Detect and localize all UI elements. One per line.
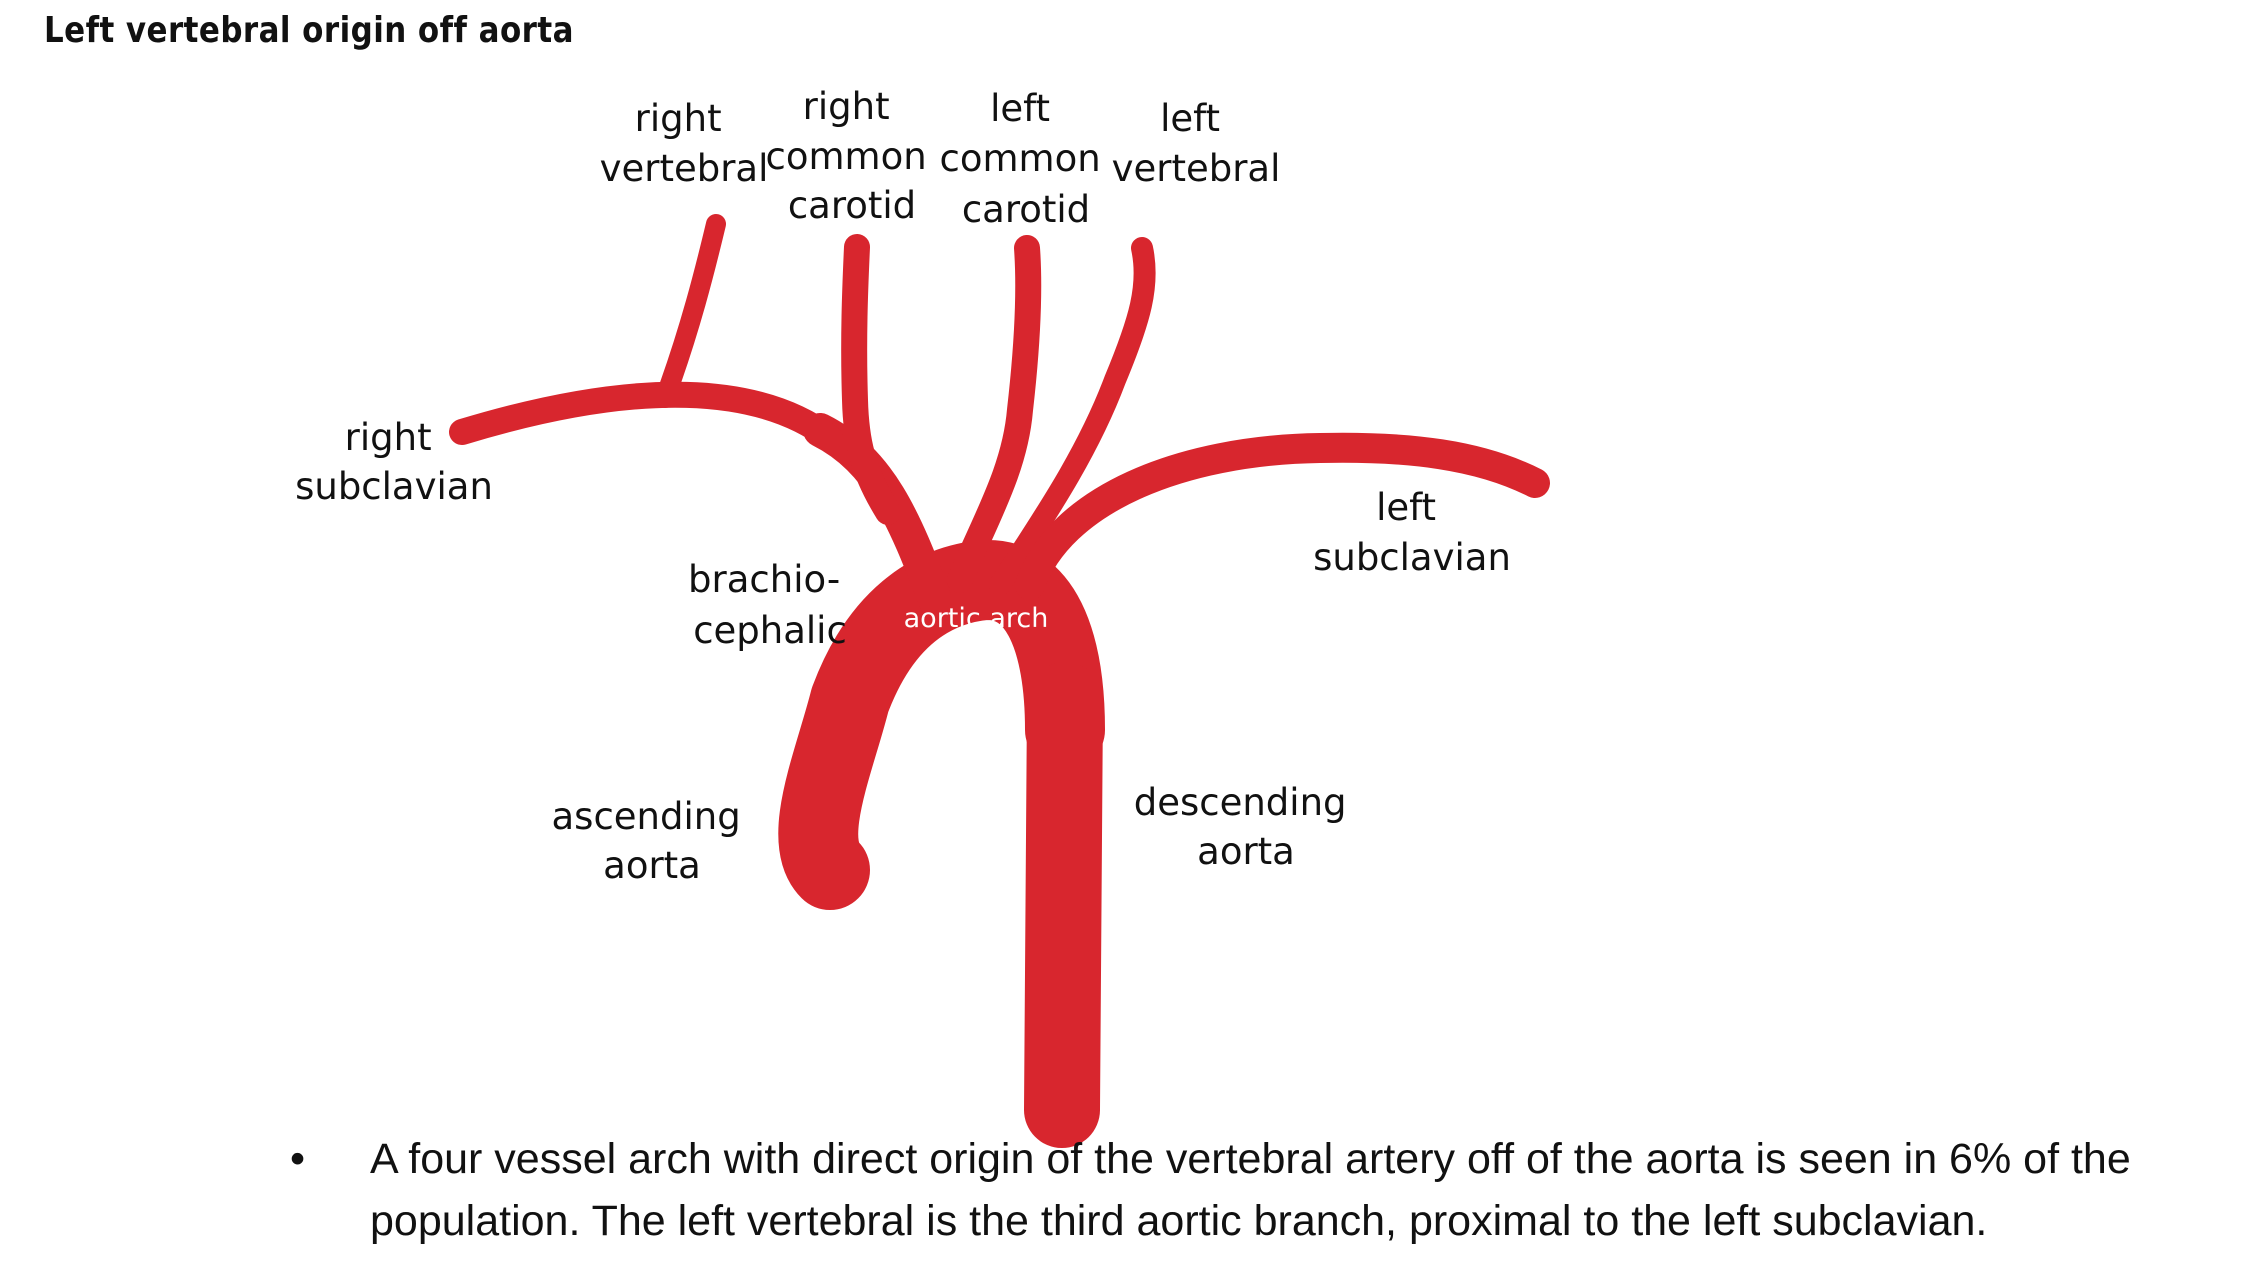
label-descending-aorta: descending aorta [1134, 781, 1359, 873]
label-brachiocephalic: brachio- cephalic [688, 558, 852, 652]
label-right-common-carotid: right common carotid [766, 85, 939, 227]
left-common-carotid-vessel [947, 235, 1042, 593]
footnote-item: • A four vessel arch with direct origin … [290, 1128, 2230, 1252]
vessel-labels: right vertebral right common carotid lef… [295, 85, 1511, 887]
ascending-aorta-vessel [778, 540, 1105, 910]
right-vertebral-vessel [655, 214, 726, 408]
left-subclavian-vessel [1015, 432, 1550, 600]
page-title: Left vertebral origin off aorta [44, 10, 574, 51]
bullet-icon: • [290, 1135, 306, 1183]
label-left-common-carotid: left common carotid [940, 87, 1113, 231]
label-right-vertebral: right vertebral [600, 97, 769, 190]
label-right-subclavian: right subclavian [295, 416, 493, 508]
label-left-vertebral: left vertebral [1112, 97, 1281, 190]
vessel-tree [449, 214, 1550, 1148]
footnote-text: A four vessel arch with direct origin of… [370, 1135, 2131, 1245]
footnote-list: • A four vessel arch with direct origin … [290, 1128, 2230, 1252]
label-aortic-arch: aortic arch [904, 603, 1049, 634]
left-vertebral-vessel [989, 237, 1156, 596]
right-subclavian-vessel [449, 381, 843, 451]
descending-aorta-vessel [1024, 662, 1103, 1148]
label-ascending-aorta: ascending aorta [552, 795, 753, 887]
right-common-carotid-vessel [841, 234, 901, 525]
label-left-subclavian: left subclavian [1313, 486, 1511, 579]
